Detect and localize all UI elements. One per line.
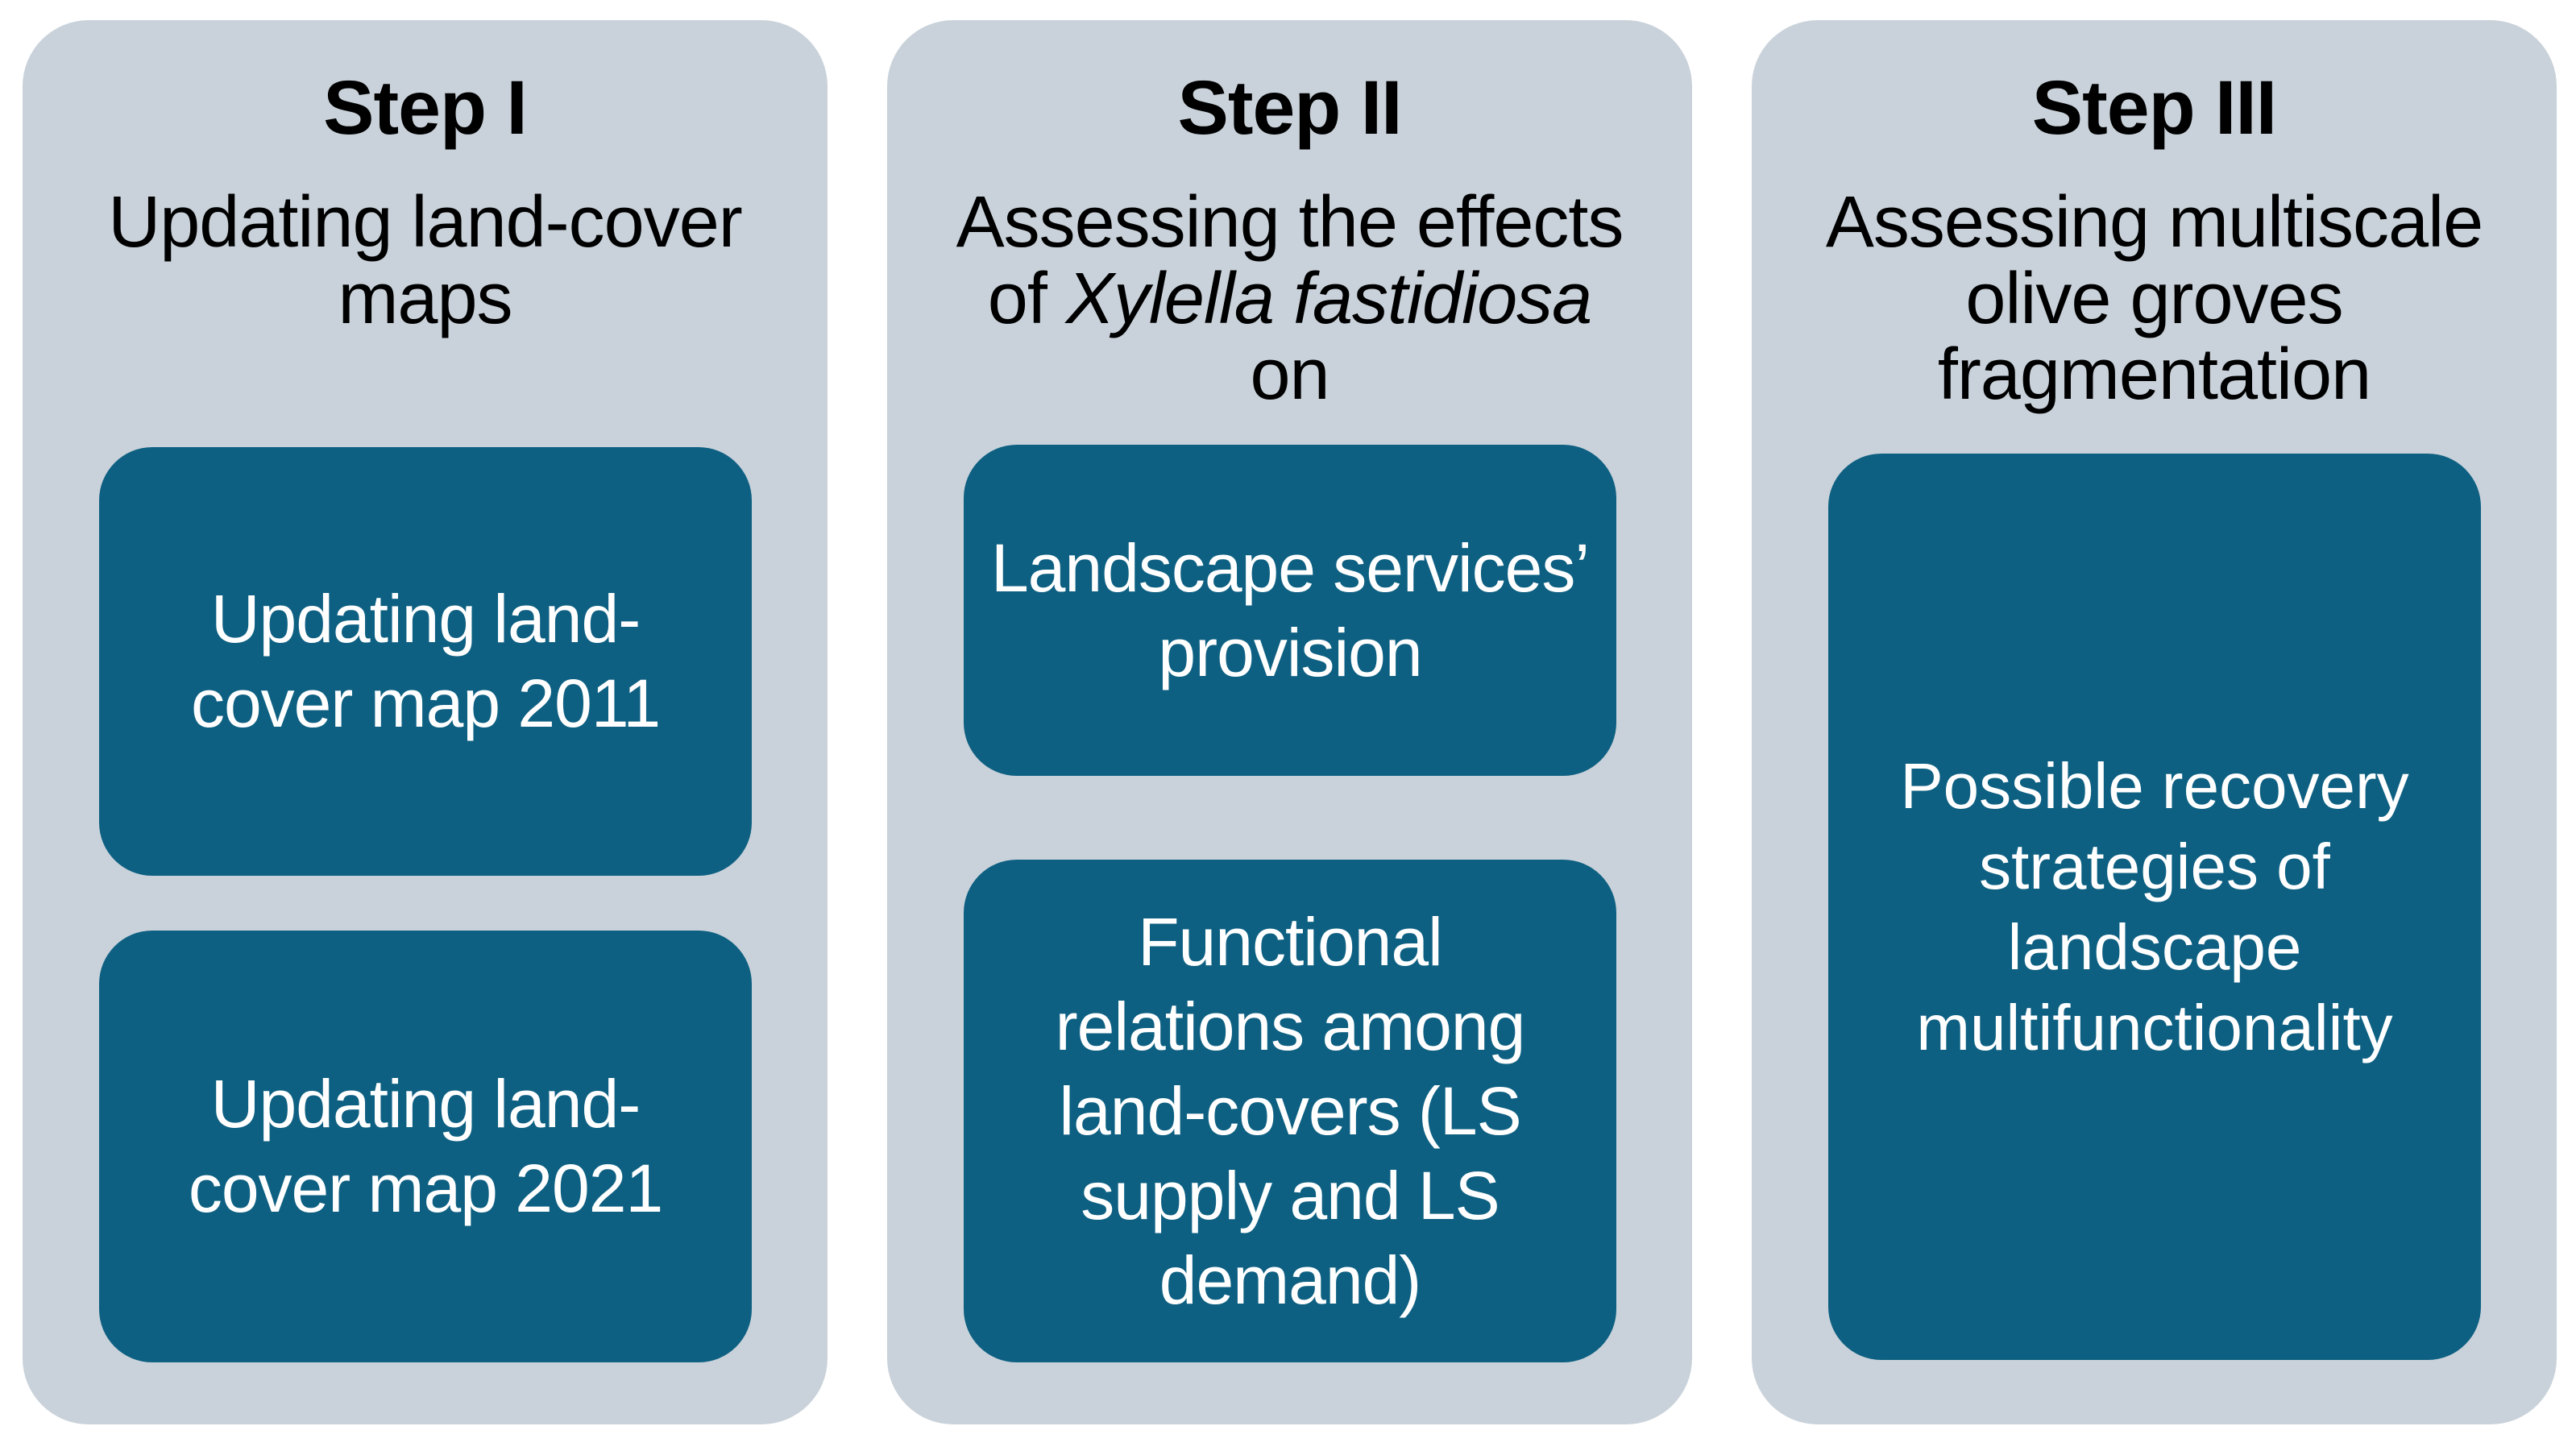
column-step-3: Step III Assessing multiscale olive grov… (1752, 20, 2557, 1424)
process-box-label: Updating land- cover map 2021 (188, 1066, 663, 1226)
process-box-functional-relations: Functional relations among land-covers (… (964, 860, 1616, 1362)
step-2-title: Step II (1177, 65, 1402, 151)
process-box-label: Landscape services’ provision (990, 529, 1590, 690)
process-box-landcover-2021: Updating land- cover map 2021 (99, 931, 752, 1362)
column-step-2: Step II Assessing the effects of Xylella… (887, 20, 1692, 1424)
species-name-xylella-fastidiosa: Xylella fastidiosa (1065, 258, 1592, 339)
step-1-title: Step I (323, 65, 528, 151)
process-box-landscape-services: Landscape services’ provision (964, 445, 1616, 776)
step-3-title: Step III (2031, 65, 2277, 151)
step-3-subtitle: Assessing multiscale olive groves fragme… (1825, 182, 2483, 416)
subtitle-line-prefix: of (987, 258, 1066, 339)
column-step-1: Step I Updating land-cover maps Updating… (23, 20, 828, 1424)
step-2-subtitle: Assessing the effects of Xylella fastidi… (931, 184, 1648, 413)
subtitle-line: of Xylella fastidiosa (931, 261, 1648, 338)
process-box-landcover-2011: Updating land- cover map 2011 (99, 447, 752, 876)
subtitle-line: Assessing the effects (956, 182, 1624, 263)
process-box-label: Possible recovery strategies of landscap… (1900, 749, 2409, 1063)
step-1-subtitle: Updating land-cover maps (108, 182, 742, 339)
process-box-label: Updating land- cover map 2011 (190, 581, 661, 741)
three-step-flow-diagram: Step I Updating land-cover maps Updating… (23, 20, 2557, 1424)
process-box-label: Functional relations among land-covers (… (1055, 903, 1526, 1318)
subtitle-line: on (1250, 334, 1329, 416)
process-box-recovery-strategies: Possible recovery strategies of landscap… (1828, 454, 2481, 1360)
